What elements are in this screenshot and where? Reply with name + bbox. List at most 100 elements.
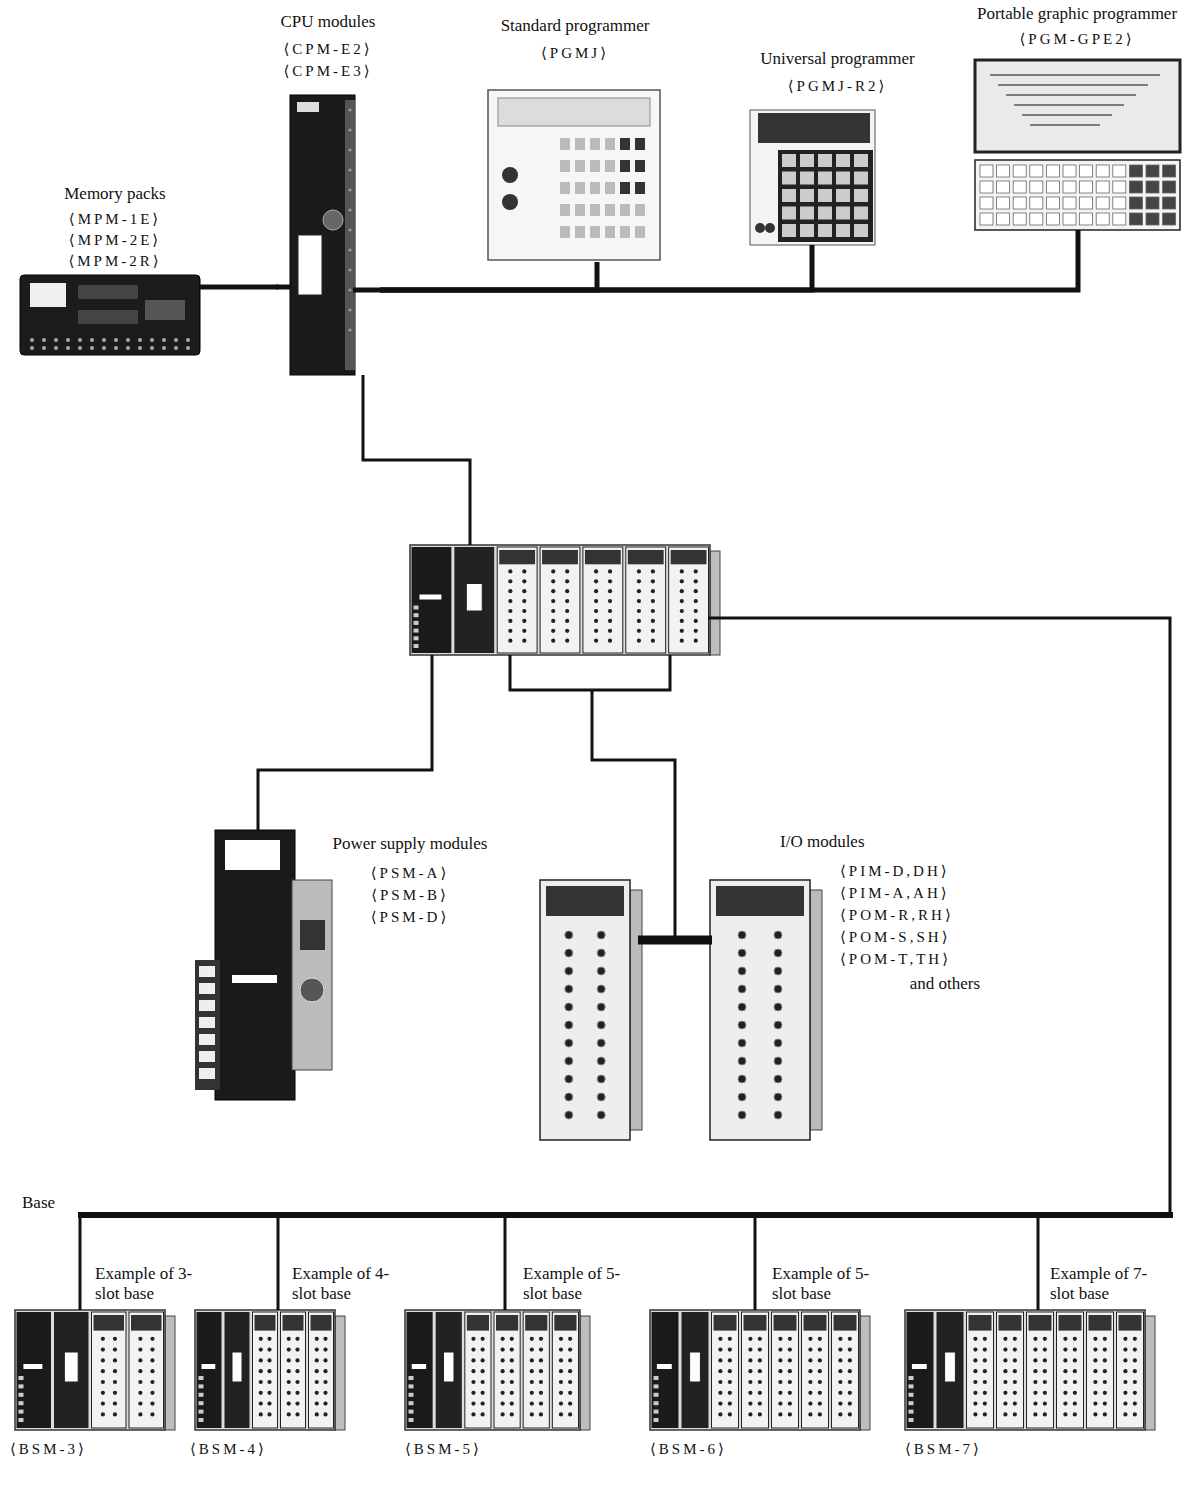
terminal-screw xyxy=(113,1348,117,1352)
terminal-screw xyxy=(748,1412,752,1416)
model-number: ⟨POM-T,TH⟩ xyxy=(840,950,985,968)
terminal-screw xyxy=(101,1337,105,1341)
led-block xyxy=(525,1315,547,1331)
terminal-screw xyxy=(1003,1358,1007,1362)
terminal-screw xyxy=(594,589,598,593)
terminal-screw xyxy=(295,1402,299,1406)
terminal-screw xyxy=(287,1412,291,1416)
terminal xyxy=(19,1384,24,1388)
terminal-screw xyxy=(565,599,569,603)
key xyxy=(836,172,850,185)
terminal-screw xyxy=(1073,1348,1077,1352)
bus-label: Base xyxy=(22,1193,82,1213)
terminal-screw xyxy=(1063,1380,1067,1384)
terminal-screw xyxy=(597,931,605,939)
terminal-screw xyxy=(565,967,573,975)
terminal-screw xyxy=(295,1380,299,1384)
pin xyxy=(102,338,106,342)
terminal-screw xyxy=(101,1380,105,1384)
key xyxy=(782,189,796,202)
pin xyxy=(54,346,58,350)
base-example: Example of 4-slot base⟨BSM-4⟩ xyxy=(188,1262,402,1467)
base-rack-photo xyxy=(15,1310,175,1430)
terminal-screw xyxy=(637,609,641,613)
pin xyxy=(126,346,130,350)
terminal-screw xyxy=(838,1402,842,1406)
terminal-screw xyxy=(973,1348,977,1352)
pin xyxy=(114,338,118,342)
led-block xyxy=(628,550,664,564)
power-module xyxy=(17,1312,52,1428)
terminal xyxy=(409,1376,414,1380)
terminal-screw xyxy=(728,1348,732,1352)
cpu-module xyxy=(54,1312,89,1428)
terminal-screw xyxy=(259,1391,263,1395)
model-number: ⟨BSM-5⟩ xyxy=(405,1440,515,1458)
terminal-screw xyxy=(808,1412,812,1416)
terminal-screw xyxy=(508,569,512,573)
led-block xyxy=(283,1315,304,1331)
terminal-screw xyxy=(267,1348,271,1352)
terminal-screw xyxy=(530,1412,534,1416)
terminal-screw xyxy=(259,1348,263,1352)
key xyxy=(590,160,600,172)
pin xyxy=(126,338,130,342)
pin xyxy=(138,346,142,350)
terminal xyxy=(409,1393,414,1397)
terminal-screw xyxy=(748,1348,752,1352)
screen-line xyxy=(998,85,1148,86)
led-block xyxy=(999,1315,1022,1331)
terminal-screw xyxy=(287,1402,291,1406)
terminal-screw xyxy=(565,589,569,593)
key xyxy=(1080,165,1093,177)
bus-connector xyxy=(212,285,278,290)
terminal-screw xyxy=(568,1337,572,1341)
terminal-screw xyxy=(565,931,573,939)
led-block xyxy=(969,1315,992,1331)
terminal-screw xyxy=(608,569,612,573)
rack-frame xyxy=(405,1310,580,1430)
io-module xyxy=(1057,1312,1084,1428)
terminal-screw xyxy=(778,1412,782,1416)
terminal-screw xyxy=(101,1402,105,1406)
key xyxy=(575,138,585,150)
terminal xyxy=(199,1401,204,1405)
terminal-screw xyxy=(637,569,641,573)
key xyxy=(782,224,796,237)
key xyxy=(1113,181,1126,193)
rack-side xyxy=(165,1316,175,1430)
key xyxy=(590,138,600,150)
note-text: and others xyxy=(840,974,980,994)
terminal-screw xyxy=(267,1337,271,1341)
led-block xyxy=(804,1315,827,1331)
terminal-screw xyxy=(551,599,555,603)
terminal-screw xyxy=(150,1369,154,1373)
terminal-screw xyxy=(608,579,612,583)
terminal-screw xyxy=(1013,1412,1017,1416)
terminal-screw xyxy=(983,1337,987,1341)
terminal-screw xyxy=(778,1369,782,1373)
terminal-screw xyxy=(481,1337,485,1341)
component-group: Memory packs⟨MPM-1E⟩⟨MPM-2E⟩⟨MPM-2R⟩ xyxy=(20,180,212,358)
key xyxy=(1013,197,1026,209)
board-dot xyxy=(348,108,351,111)
led-block xyxy=(499,550,535,564)
key xyxy=(560,160,570,172)
terminal-screw xyxy=(113,1358,117,1362)
terminal-screw xyxy=(267,1369,271,1373)
rack-side xyxy=(580,1316,590,1430)
terminal-screw xyxy=(559,1337,563,1341)
led-block xyxy=(774,1315,797,1331)
terminal-screw xyxy=(748,1391,752,1395)
model-number: ⟨BSM-3⟩ xyxy=(10,1440,120,1458)
key xyxy=(575,182,585,194)
terminal-screw xyxy=(848,1380,852,1384)
terminal-screw xyxy=(471,1402,475,1406)
terminal-screw xyxy=(838,1369,842,1373)
io-module xyxy=(540,547,580,653)
terminal-screw xyxy=(1033,1391,1037,1395)
model-number: ⟨PSM-A⟩ xyxy=(345,864,475,882)
terminal-screw xyxy=(848,1369,852,1373)
io-module xyxy=(281,1312,306,1428)
